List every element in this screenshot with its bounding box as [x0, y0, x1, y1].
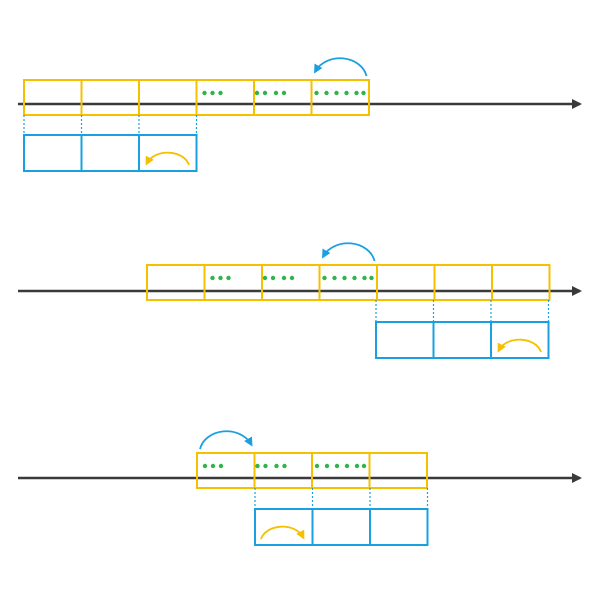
window-cell — [491, 264, 551, 301]
curved-arrow-icon — [322, 242, 376, 262]
data-dot — [202, 90, 207, 96]
window-cell — [261, 264, 321, 301]
data-dot — [362, 275, 367, 281]
curved-arrow-icon — [145, 151, 190, 166]
window-cell — [433, 264, 493, 301]
buffer-cell — [80, 134, 140, 172]
data-dot — [361, 463, 367, 469]
data-dot — [334, 90, 339, 96]
window-cell — [318, 264, 378, 301]
data-dot — [354, 463, 360, 469]
data-dot — [314, 463, 320, 469]
panel-middle — [18, 242, 582, 359]
window-cell — [195, 79, 255, 116]
panel-bottom — [18, 430, 582, 546]
data-dot — [218, 90, 223, 96]
data-dot — [281, 275, 287, 281]
window-cell — [203, 264, 263, 301]
data-dot — [344, 463, 350, 469]
data-dot — [344, 90, 349, 96]
data-dot — [274, 463, 279, 469]
curved-arrow-icon — [497, 338, 542, 353]
buffer-cell — [311, 508, 371, 546]
data-dot — [352, 275, 357, 281]
data-dot — [273, 90, 279, 96]
window-cell — [253, 452, 313, 489]
data-dot — [361, 90, 366, 96]
window-cell — [138, 79, 198, 116]
data-dot — [354, 90, 359, 96]
data-dot — [255, 463, 260, 469]
buffer-cell — [138, 134, 198, 172]
curved-arrow-icon — [199, 430, 253, 450]
data-dot — [263, 463, 268, 469]
data-dot — [270, 275, 276, 281]
data-dot — [218, 275, 223, 281]
data-dot — [322, 275, 327, 281]
curved-arrow-icon — [260, 525, 305, 540]
window-cell — [310, 79, 370, 116]
buffer-cell — [369, 508, 429, 546]
data-dot — [281, 90, 287, 96]
window-cell — [196, 452, 256, 489]
data-dot — [210, 463, 216, 469]
window-cell — [253, 79, 313, 116]
window-cell — [376, 264, 436, 301]
buffer-cell — [375, 321, 435, 359]
data-dot — [254, 90, 260, 96]
data-dot — [282, 463, 287, 469]
data-dot — [218, 463, 224, 469]
panel-top — [18, 57, 582, 172]
buffer-cell — [432, 321, 492, 359]
data-dot — [369, 275, 374, 281]
window-cell — [368, 452, 428, 489]
data-dot — [334, 463, 340, 469]
data-dot — [314, 90, 319, 96]
data-dot — [342, 275, 347, 281]
window-cell — [146, 264, 206, 301]
buffer-cell — [23, 134, 83, 172]
window-cell — [80, 79, 140, 116]
data-dot — [210, 90, 215, 96]
data-dot — [332, 275, 337, 281]
window-cell — [23, 79, 83, 116]
data-dot — [289, 275, 295, 281]
data-dot — [226, 275, 231, 281]
buffer-cell — [490, 321, 550, 359]
data-dot — [324, 90, 329, 96]
data-dot — [262, 90, 268, 96]
data-dot — [324, 463, 330, 469]
data-dot — [202, 463, 208, 469]
window-cell — [311, 452, 371, 489]
curved-arrow-icon — [314, 57, 368, 77]
data-dot — [210, 275, 215, 281]
data-dot — [262, 275, 268, 281]
